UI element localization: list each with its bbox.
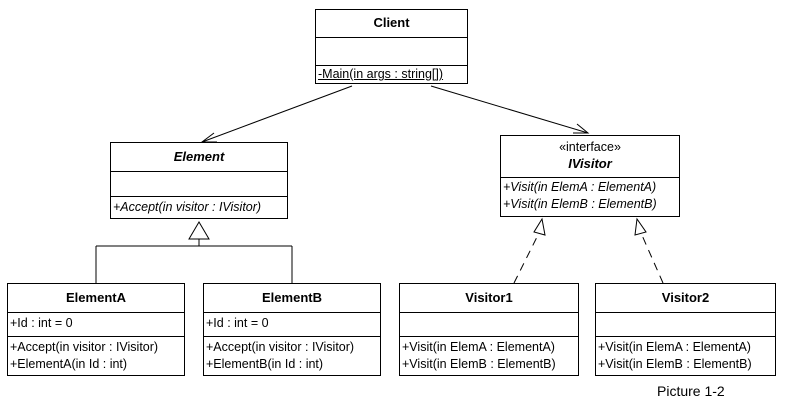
operation: +ElementB(in Id : int) — [206, 357, 324, 371]
class-visitor1: Visitor1 +Visit(in ElemA : ElementA) +Vi… — [399, 283, 579, 376]
class-client-name: Client — [373, 15, 410, 30]
class-client-attributes — [316, 37, 467, 65]
operation: -Main(in args : string[]) — [318, 67, 444, 81]
class-element: Element +Accept(in visitor : IVisitor) — [110, 142, 288, 219]
class-element-a: ElementA +Id : int = 0 +Accept(in visito… — [7, 283, 185, 376]
class-element-operations: +Accept(in visitor : IVisitor) — [111, 196, 287, 218]
operation: +Visit(in ElemA : ElementA) — [503, 180, 657, 194]
association-client-element — [200, 85, 353, 143]
class-name: Client — [316, 10, 467, 37]
operation: +Visit(in ElemB : ElementB) — [402, 357, 556, 371]
class-visitor1-name: Visitor1 — [465, 290, 513, 305]
class-ivisitor: «interface» IVisitor +Visit(in ElemA : E… — [500, 135, 680, 217]
class-ivisitor-operations: +Visit(in ElemA : ElementA) +Visit(in El… — [501, 177, 679, 216]
class-element-a-attributes: +Id : int = 0 — [8, 312, 184, 336]
operation: +Visit(in ElemA : ElementA) — [598, 340, 751, 354]
class-visitor2-operations: +Visit(in ElemA : ElementA) +Visit(in El… — [596, 336, 775, 375]
class-element-a-name: ElementA — [66, 290, 126, 305]
class-ivisitor-name: IVisitor — [568, 156, 612, 171]
stereotype-label: «interface» — [559, 140, 621, 154]
class-visitor1-attributes — [400, 312, 578, 336]
attribute: +Id : int = 0 — [10, 316, 73, 330]
operation: +Accept(in visitor : IVisitor) — [206, 340, 355, 354]
class-element-b-operations: +Accept(in visitor : IVisitor) +ElementB… — [204, 336, 380, 375]
operation: +Visit(in ElemA : ElementA) — [402, 340, 555, 354]
operation: +Accept(in visitor : IVisitor) — [113, 200, 262, 214]
operation: +ElementA(in Id : int) — [10, 357, 128, 371]
realization-visitor2 — [634, 217, 664, 284]
operation: +Visit(in ElemB : ElementB) — [503, 197, 657, 211]
generalization-elements — [95, 221, 293, 283]
class-element-attributes — [111, 171, 287, 196]
association-client-ivisitor — [430, 85, 590, 134]
class-element-a-operations: +Accept(in visitor : IVisitor) +ElementA… — [8, 336, 184, 375]
operation: +Visit(in ElemB : ElementB) — [598, 357, 752, 371]
attribute: +Id : int = 0 — [206, 316, 269, 330]
class-element-name: Element — [173, 149, 225, 164]
class-element-b: ElementB +Id : int = 0 +Accept(in visito… — [203, 283, 381, 376]
class-element-b-attributes: +Id : int = 0 — [204, 312, 380, 336]
figure-caption: Picture 1-2 — [657, 383, 725, 399]
class-visitor2: Visitor2 +Visit(in ElemA : ElementA) +Vi… — [595, 283, 776, 376]
class-client: Client -Main(in args : string[]) — [315, 9, 468, 84]
class-visitor2-attributes — [596, 312, 775, 336]
realization-visitor1 — [513, 217, 546, 284]
class-visitor1-operations: +Visit(in ElemA : ElementA) +Visit(in El… — [400, 336, 578, 375]
class-element-b-name: ElementB — [262, 290, 322, 305]
operation: +Accept(in visitor : IVisitor) — [10, 340, 159, 354]
class-visitor2-name: Visitor2 — [661, 290, 710, 305]
class-client-operations: -Main(in args : string[]) — [316, 65, 467, 83]
